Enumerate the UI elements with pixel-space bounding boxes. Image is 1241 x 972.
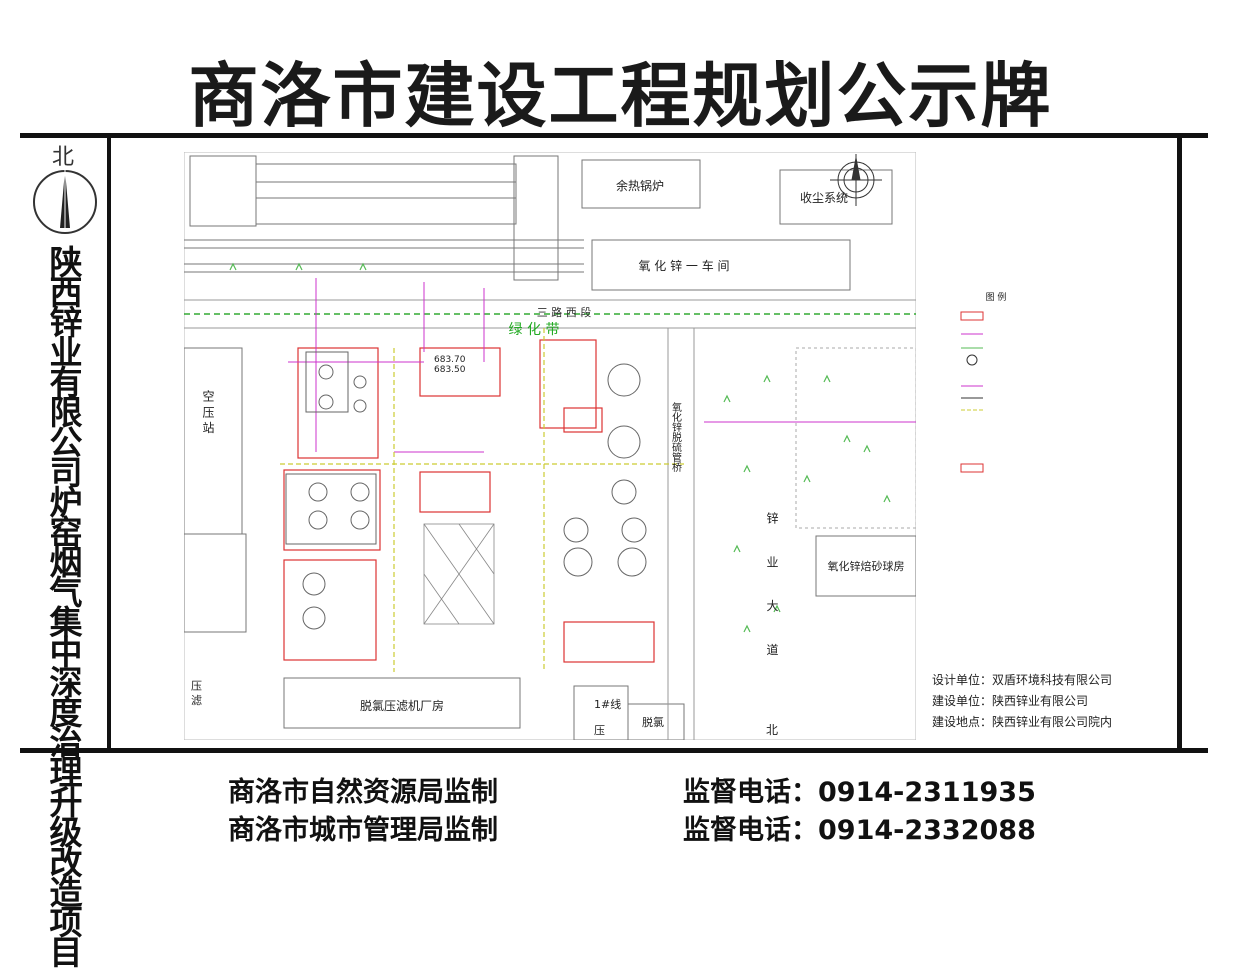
footer-phone-value-2: 0914-2332088 <box>818 815 1036 846</box>
footer-phone-label-1: 监督电话： <box>683 777 818 808</box>
right-border-bar <box>1177 138 1182 748</box>
designer-label: 设计单位： <box>932 673 993 687</box>
label-green-belt: 绿 化 带 <box>509 322 560 338</box>
designer-row: 设计单位：双盾环境科技有限公司 <box>932 671 1112 688</box>
legend-box: 图 例 <box>960 291 1007 473</box>
label-press: 压 <box>594 724 605 737</box>
north-label: 北 <box>52 145 75 170</box>
label-dechlorination-filter: 脱氯压滤机厂房 <box>360 698 444 713</box>
footer-phone-1: 监督电话：0914-2311935 <box>683 770 1036 809</box>
label-zinc-oxide-workshop: 氧 化 锌 一 车 间 <box>638 258 729 273</box>
label-press-filter: 压 滤 <box>190 680 203 706</box>
footer-phone-label-2: 监督电话： <box>683 815 818 846</box>
bottom-border-rule <box>20 748 1208 753</box>
footer-org-2: 商洛市城市管理局监制 <box>228 815 498 846</box>
legend-title: 图 例 <box>986 291 1007 303</box>
footer-phone-value-1: 0914-2311935 <box>818 777 1036 808</box>
project-title: 陕西锌业有限公司炉窑烟气集中深度治理升级改造项目 <box>49 243 83 972</box>
elevation-low: 683.50 <box>434 365 466 375</box>
builder-value: 陕西锌业有限公司 <box>992 694 1089 708</box>
label-dust-collection: 收尘系统 <box>800 191 848 205</box>
compass-rose-icon <box>830 154 882 206</box>
label-air-compressor: 空 压 站 <box>201 390 215 434</box>
left-panel <box>20 138 111 748</box>
footer-phone-2: 监督电话：0914-2332088 <box>683 808 1036 847</box>
site-plan-drawing: 余热锅炉 收尘系统 氧 化 锌 一 车 间 空 压 站 氧化锌焙砂球房 脱氯压滤… <box>184 152 916 740</box>
site-label: 建设地点： <box>932 715 993 729</box>
north-arrow-icon <box>33 170 97 234</box>
label-waste-heat-boiler: 余热锅炉 <box>616 178 664 193</box>
label-pipe-rack: 氧化锌脱硫管桥 <box>670 401 682 473</box>
label-dechlorination: 脱氯 <box>642 715 664 729</box>
label-zinc-oxide-roaster: 氧化锌焙砂球房 <box>828 559 905 573</box>
footer-org-1: 商洛市自然资源局监制 <box>228 777 498 808</box>
board-title: 商洛市建设工程规划公示牌 <box>188 55 1053 137</box>
elevation-high: 683.70 <box>434 355 466 365</box>
label-road-3-west: 三 路 西 段 <box>537 305 592 319</box>
top-border-rule <box>20 133 1208 138</box>
builder-row: 建设单位：陕西锌业有限公司 <box>932 692 1088 709</box>
designer-value: 双盾环境科技有限公司 <box>992 673 1113 687</box>
label-north-road: 北 <box>766 723 778 737</box>
label-zinc-avenue: 锌 业 大 道 <box>765 512 779 670</box>
site-row: 建设地点：陕西锌业有限公司院内 <box>932 713 1112 730</box>
site-value: 陕西锌业有限公司院内 <box>992 715 1113 729</box>
builder-label: 建设单位： <box>932 694 993 708</box>
label-line1: 1#线 <box>594 697 621 711</box>
